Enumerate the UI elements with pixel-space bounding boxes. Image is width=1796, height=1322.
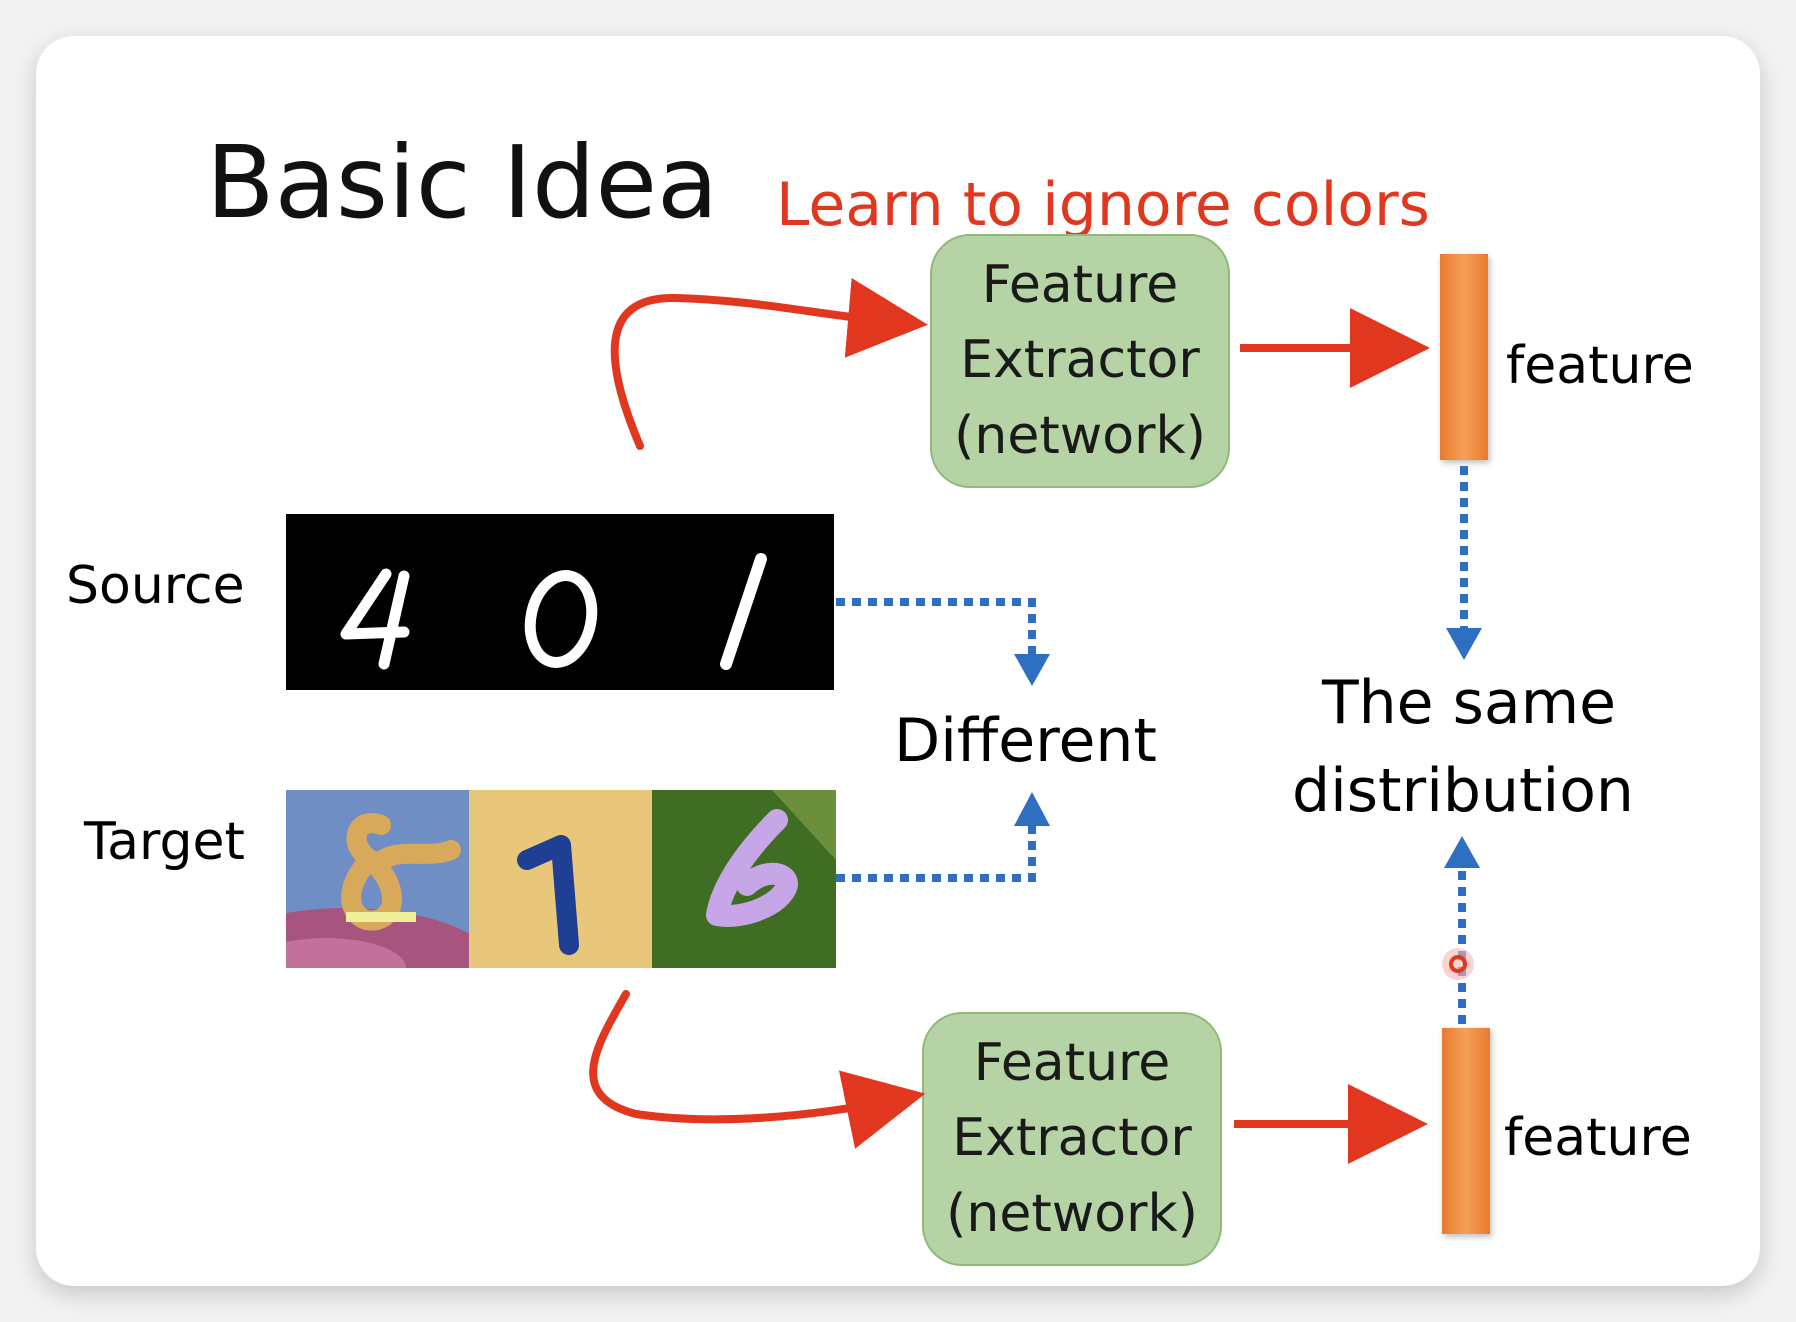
extractor-bottom-line3: (network) xyxy=(946,1183,1198,1244)
extractor-bottom-line2: Extractor xyxy=(952,1108,1192,1169)
slide-subtitle: Learn to ignore colors xyxy=(776,170,1430,240)
target-image-strip xyxy=(286,790,836,968)
target-tile-6 xyxy=(652,790,836,968)
slide-title: Basic Idea xyxy=(206,124,719,241)
target-tile-1 xyxy=(469,790,652,968)
feature-extractor-top: Feature Extractor (network) xyxy=(930,234,1230,488)
blue-arrowhead-up-same xyxy=(1444,836,1480,868)
extractor-bottom-line1: Feature xyxy=(973,1032,1171,1093)
source-label: Source xyxy=(66,556,245,616)
extractor-top-line3: (network) xyxy=(954,405,1206,466)
blue-arrowhead-down-same xyxy=(1446,628,1482,660)
same-distribution-line2: distribution xyxy=(1292,756,1634,826)
same-distribution-line1: The same xyxy=(1322,668,1617,738)
feature-extractor-bottom: Feature Extractor (network) xyxy=(922,1012,1222,1266)
different-label: Different xyxy=(894,706,1157,776)
cursor-dot xyxy=(1442,948,1474,980)
extractor-top-line2: Extractor xyxy=(960,330,1200,391)
source-image-strip xyxy=(286,514,834,690)
blue-dotted-target-to-different xyxy=(836,826,1036,882)
slide: Basic Idea Learn to ignore colors Source… xyxy=(36,36,1760,1286)
blue-dotted-source-to-different xyxy=(836,598,1036,654)
red-arrow-source-to-extractor xyxy=(610,278,928,450)
feature-bar-top xyxy=(1440,254,1488,460)
feature-label-top: feature xyxy=(1506,336,1694,396)
red-arrow-target-to-extractor xyxy=(589,990,926,1149)
blue-arrowhead-up-different xyxy=(1014,792,1050,826)
arrows-overlay xyxy=(589,278,1482,1164)
feature-bar-bottom xyxy=(1442,1028,1490,1234)
extractor-top-line1: Feature xyxy=(981,254,1179,315)
target-tile-8 xyxy=(286,790,496,968)
feature-label-bottom: feature xyxy=(1504,1108,1692,1168)
target-label: Target xyxy=(84,812,245,872)
source-digits-graphic xyxy=(340,553,767,670)
blue-arrowhead-down-different xyxy=(1014,654,1050,686)
